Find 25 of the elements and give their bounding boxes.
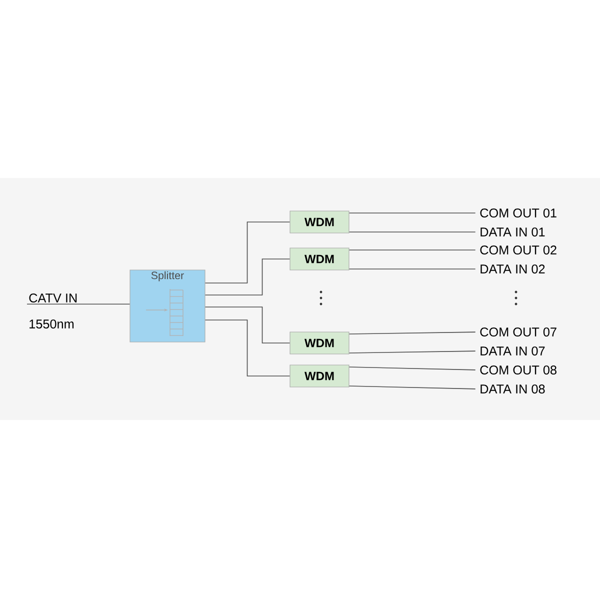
wdm-box: WDM bbox=[290, 332, 350, 354]
wdm-box: WDM bbox=[290, 210, 350, 234]
wdm-box: WDM bbox=[290, 248, 350, 270]
input-label: CATV IN bbox=[29, 294, 77, 302]
port-label: COM OUT 07 bbox=[480, 328, 556, 336]
connector-line bbox=[348, 366, 476, 370]
connector-line bbox=[348, 268, 476, 270]
wavelength-label: 1550nm bbox=[30, 320, 74, 328]
connector-line bbox=[204, 320, 290, 376]
connector-line bbox=[204, 306, 290, 344]
port-label: COM OUT 08 bbox=[480, 366, 556, 374]
splitter-box: Splitter bbox=[130, 270, 206, 342]
connector-line bbox=[348, 212, 476, 214]
connector-line bbox=[348, 332, 476, 334]
port-label: DATA IN 01 bbox=[480, 228, 545, 236]
port-label: COM OUT 01 bbox=[480, 208, 556, 218]
connector-line bbox=[348, 386, 476, 390]
port-label: DATA IN 08 bbox=[480, 384, 545, 394]
connector-line bbox=[204, 222, 290, 284]
port-label: COM OUT 02 bbox=[480, 246, 556, 254]
port-label: DATA IN 07 bbox=[480, 346, 545, 356]
wdm-box: WDM bbox=[290, 364, 350, 388]
port-label: DATA IN 02 bbox=[480, 264, 545, 274]
connector-line bbox=[348, 350, 476, 354]
connector-line bbox=[204, 258, 290, 296]
